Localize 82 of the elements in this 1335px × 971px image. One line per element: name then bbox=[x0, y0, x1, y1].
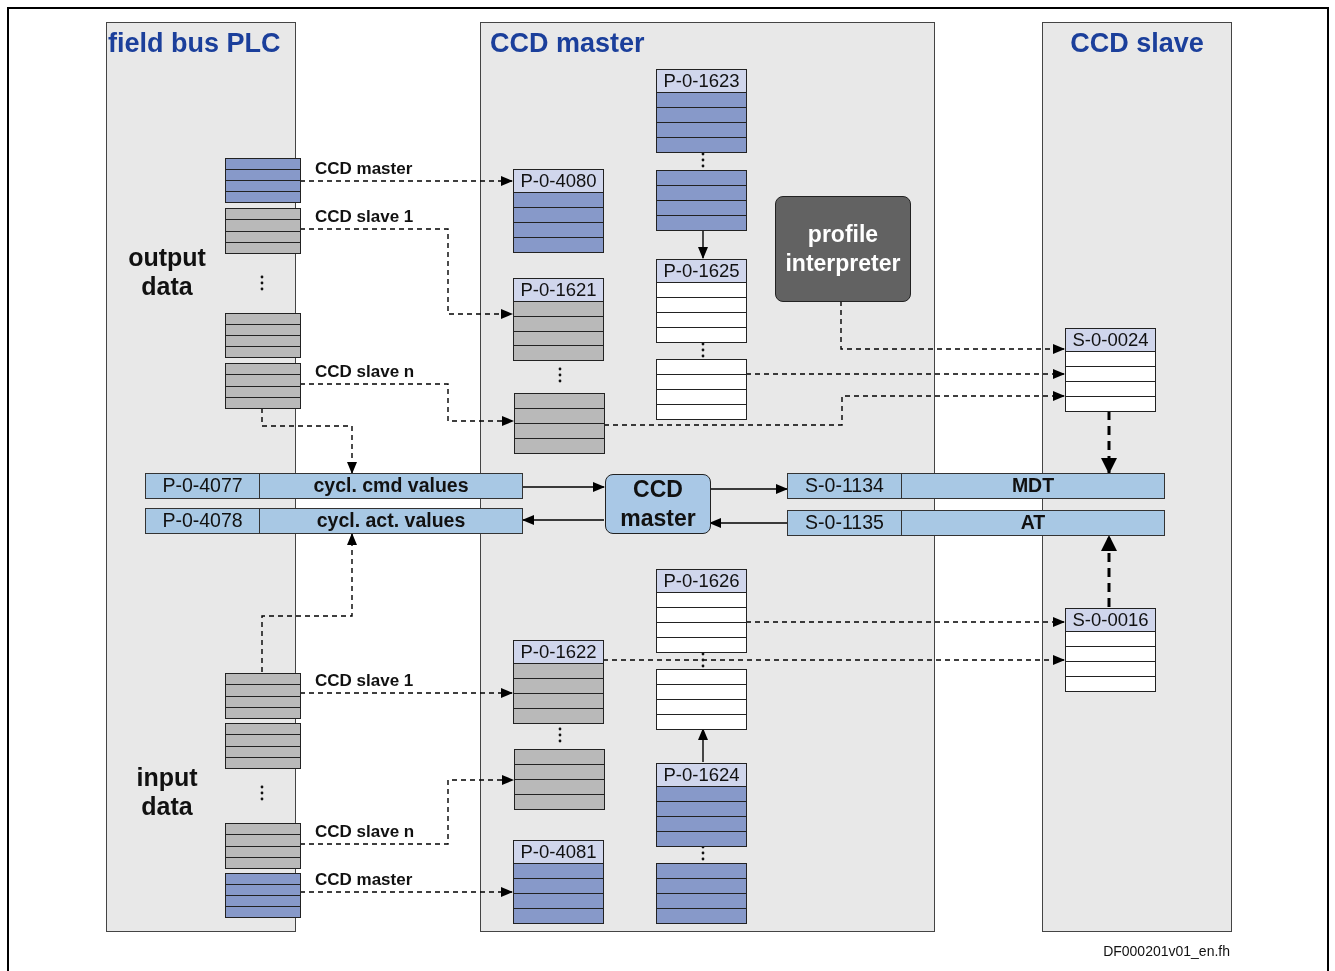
register-header: S-0-0024 bbox=[1066, 329, 1155, 352]
register-stack bbox=[656, 863, 747, 924]
parameter-cell: P-0-4077 bbox=[146, 474, 260, 498]
bar-label: cycl. cmd values bbox=[312, 474, 470, 498]
dashed-arrow bbox=[745, 617, 1065, 627]
dashed-arrow bbox=[299, 228, 513, 319]
register-stack bbox=[225, 313, 301, 358]
edge-label: CCD slave 1 bbox=[315, 671, 414, 691]
arrow bbox=[698, 728, 708, 763]
register-stack bbox=[225, 723, 301, 769]
dashed-arrow bbox=[840, 300, 1065, 354]
edge-label: CCD slave n bbox=[315, 822, 415, 842]
section-label: input data bbox=[135, 763, 199, 821]
dashed-arrow bbox=[261, 407, 357, 474]
register-header: P-0-1625 bbox=[657, 260, 746, 283]
panel-title: CCD slave bbox=[1069, 27, 1205, 59]
data-bar bbox=[787, 473, 1165, 499]
panel bbox=[480, 22, 935, 932]
dashed-arrow bbox=[261, 533, 357, 673]
register-stack bbox=[514, 749, 605, 810]
register-stack bbox=[513, 278, 604, 361]
arrow bbox=[709, 518, 788, 528]
register-header: P-0-1622 bbox=[514, 641, 603, 664]
panel-title: CCD master bbox=[489, 27, 645, 59]
arrow bbox=[698, 229, 708, 259]
register-stack bbox=[514, 393, 605, 454]
register-stack bbox=[656, 69, 747, 153]
arrow bbox=[709, 484, 788, 494]
register-stack bbox=[225, 208, 301, 254]
section-label: output data bbox=[127, 243, 207, 301]
dashed-arrow bbox=[299, 775, 514, 845]
register-stack bbox=[513, 640, 604, 724]
register-stack bbox=[513, 840, 604, 924]
register-stack bbox=[1065, 608, 1156, 692]
register-stack bbox=[225, 873, 301, 918]
dashed-arrow bbox=[745, 369, 1065, 379]
edge-label: CCD master bbox=[315, 159, 413, 179]
arrow bbox=[522, 515, 605, 525]
parameter-cell: P-0-4078 bbox=[146, 509, 260, 533]
dashed-arrow bbox=[1101, 535, 1117, 607]
register-stack bbox=[513, 169, 604, 253]
parameter-cell: S-0-1134 bbox=[788, 474, 902, 498]
dashed-arrow bbox=[299, 887, 513, 897]
parameter-cell: S-0-1135 bbox=[788, 511, 902, 535]
bar-label: AT bbox=[1019, 511, 1047, 535]
register-stack bbox=[225, 363, 301, 409]
edge-label: CCD master bbox=[315, 870, 413, 890]
register-header: P-0-1623 bbox=[657, 70, 746, 93]
register-stack bbox=[656, 569, 747, 653]
register-stack bbox=[656, 359, 747, 420]
register-header: P-0-1624 bbox=[657, 764, 746, 787]
master-box: CCD master bbox=[605, 474, 711, 534]
process-box: profile interpreter bbox=[775, 196, 911, 302]
edge-label: CCD slave n bbox=[315, 362, 415, 382]
data-bar bbox=[145, 473, 523, 499]
arrow bbox=[522, 482, 605, 492]
register-stack bbox=[656, 763, 747, 847]
register-header: S-0-0016 bbox=[1066, 609, 1155, 632]
register-header: P-0-4080 bbox=[514, 170, 603, 193]
data-bar bbox=[787, 510, 1165, 536]
data-bar bbox=[145, 508, 523, 534]
register-stack bbox=[656, 170, 747, 231]
dashed-arrow bbox=[603, 391, 1065, 426]
dashed-arrow bbox=[299, 383, 514, 426]
panel-title: field bus PLC bbox=[107, 27, 281, 59]
register-stack bbox=[225, 823, 301, 869]
file-name-label: DF000201v01_en.fh bbox=[1102, 942, 1230, 960]
dashed-arrow bbox=[299, 176, 513, 186]
register-header: P-0-4081 bbox=[514, 841, 603, 864]
register-stack bbox=[225, 673, 301, 719]
register-stack bbox=[656, 259, 747, 343]
register-stack bbox=[225, 158, 301, 203]
edge-label: CCD slave 1 bbox=[315, 207, 414, 227]
register-header: P-0-1621 bbox=[514, 279, 603, 302]
register-stack bbox=[656, 669, 747, 730]
dashed-arrow bbox=[1101, 411, 1117, 474]
register-stack bbox=[1065, 328, 1156, 412]
bar-label: cycl. act. values bbox=[315, 509, 467, 533]
dashed-arrow bbox=[299, 688, 513, 698]
bar-label: MDT bbox=[1010, 474, 1056, 498]
register-header: P-0-1626 bbox=[657, 570, 746, 593]
dashed-arrow bbox=[602, 655, 1065, 665]
